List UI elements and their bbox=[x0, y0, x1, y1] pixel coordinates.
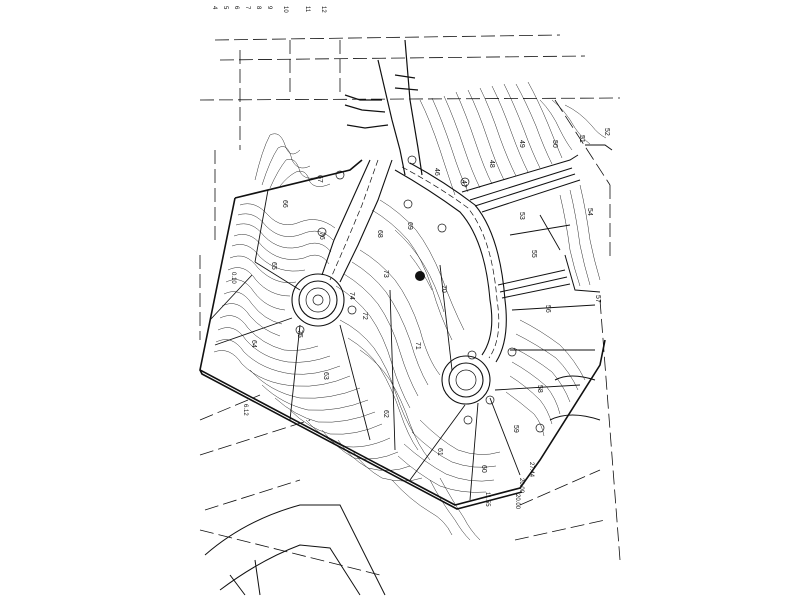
header-number: 11 bbox=[304, 6, 310, 13]
lot-label: 63 bbox=[322, 372, 329, 380]
lot-label: 59 bbox=[512, 425, 519, 433]
header-number: 6 bbox=[233, 6, 239, 10]
lot-labels: 46 47 48 49 50 51 52 53 54 55 56 57 58 5… bbox=[250, 128, 610, 473]
lot-label: 47 bbox=[460, 180, 467, 188]
lot-label: 60 bbox=[480, 465, 487, 473]
dimension-label: 6.12 bbox=[242, 404, 248, 416]
northern-access-road bbox=[344, 39, 423, 176]
lot-label: 57 bbox=[594, 295, 601, 303]
lot-label: 49 bbox=[518, 140, 525, 148]
easement-strips bbox=[461, 144, 613, 299]
lot-label: 68 bbox=[376, 230, 383, 238]
dimension-label: 27.44 bbox=[528, 462, 534, 478]
lot-label: 58 bbox=[536, 385, 543, 393]
lot-label: 71 bbox=[414, 342, 421, 350]
lot-label: 67 bbox=[316, 175, 323, 183]
lot-label: 74 bbox=[348, 292, 355, 300]
dimension-label: 20.00 bbox=[518, 478, 524, 494]
lot-label: 66 bbox=[281, 200, 288, 208]
lot-label: 69 bbox=[406, 222, 413, 230]
lot-label: 72 bbox=[361, 312, 368, 320]
lot-label: 61 bbox=[436, 448, 443, 456]
lot-label: 50 bbox=[551, 140, 558, 148]
lot-label: 64 bbox=[250, 340, 257, 348]
lot-label: 51 bbox=[578, 135, 585, 143]
main-curving-road bbox=[394, 162, 507, 405]
lot-label: 54 bbox=[586, 208, 593, 216]
survey-marker bbox=[415, 271, 425, 281]
lot-label: 53 bbox=[518, 212, 525, 220]
lot-label: 46 bbox=[433, 168, 440, 176]
header-number: 10 bbox=[282, 6, 288, 13]
header-number: 12 bbox=[320, 6, 326, 13]
contour-lines-east bbox=[419, 81, 607, 437]
dimension-label: 20.00 bbox=[514, 494, 520, 510]
lot-label: 65 bbox=[270, 262, 277, 270]
header-number: 9 bbox=[266, 6, 272, 10]
header-number: 8 bbox=[255, 6, 261, 10]
dimension-annotations: 27.44 20.00 11.55 20.00 6.12 0.10 bbox=[230, 272, 534, 510]
header-number: 7 bbox=[244, 6, 250, 10]
lot-label: 56 bbox=[544, 305, 551, 313]
lot-label: 62 bbox=[382, 410, 389, 418]
contour-lines-west bbox=[213, 133, 423, 482]
contour-lines-central bbox=[335, 199, 501, 541]
dimension-label: 11.55 bbox=[484, 492, 490, 507]
lot-boundaries bbox=[209, 189, 596, 501]
lot-label: 73 bbox=[382, 270, 389, 278]
sheet-header-numbers: 4 5 6 7 8 9 10 11 12 bbox=[211, 6, 326, 13]
lot-label: 48 bbox=[488, 160, 495, 168]
lot-label: 55 bbox=[530, 250, 537, 258]
subdivision-boundary bbox=[199, 159, 606, 510]
lot-markers bbox=[295, 155, 545, 433]
lot-label: 52 bbox=[603, 128, 610, 136]
surrounding-street-curves bbox=[204, 375, 601, 596]
header-number: 4 bbox=[211, 6, 217, 10]
header-number: 5 bbox=[222, 6, 228, 10]
cul-de-sac-road-west bbox=[291, 159, 393, 327]
dimension-label: 0.10 bbox=[230, 272, 236, 284]
lot-label: 70 bbox=[440, 285, 447, 293]
survey-marker-dot bbox=[415, 271, 425, 281]
